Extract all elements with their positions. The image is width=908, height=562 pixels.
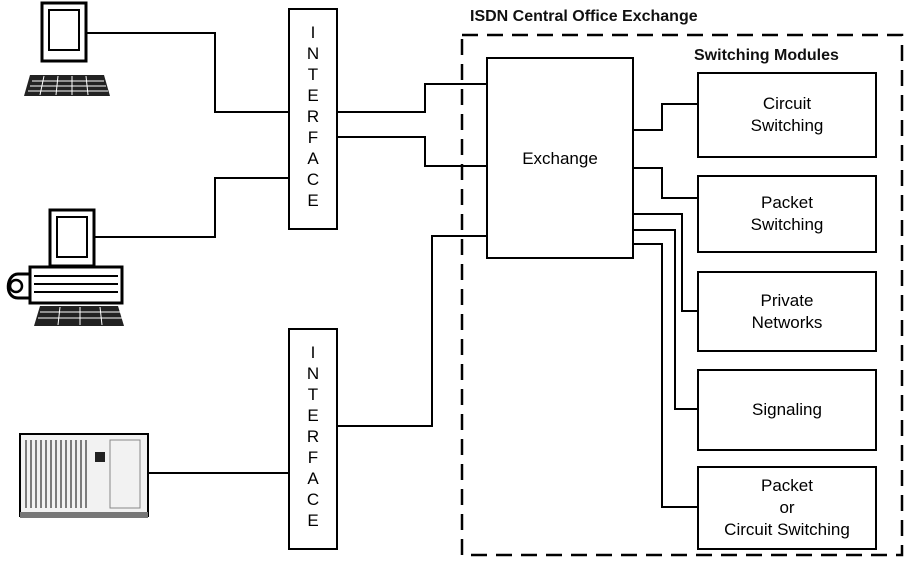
exchange-box: Exchange [486, 57, 634, 259]
line-exchange-to-circuit [634, 104, 697, 130]
line-phone-terminal-to-interface [90, 178, 288, 237]
mainframe-cabinet-icon [20, 434, 148, 518]
line-exchange-to-signaling [634, 230, 697, 409]
module-label: Signaling [699, 399, 875, 421]
modules-heading: Switching Modules [694, 47, 839, 65]
computer-with-phone-icon [8, 210, 124, 326]
exchange-label: Exchange [488, 148, 632, 170]
computer-terminal-icon [24, 3, 110, 96]
line-terminal-to-interface [85, 33, 288, 112]
line-interface-to-exchange-2 [338, 137, 486, 166]
line-interface-to-exchange-3 [338, 236, 486, 426]
diagram-title: ISDN Central Office Exchange [470, 8, 698, 26]
module-signaling: Signaling [697, 369, 877, 451]
line-interface-to-exchange-1 [338, 84, 486, 112]
line-exchange-to-packet-or-circuit [634, 244, 697, 507]
line-exchange-to-private [634, 214, 697, 311]
line-exchange-to-packet [634, 168, 697, 198]
